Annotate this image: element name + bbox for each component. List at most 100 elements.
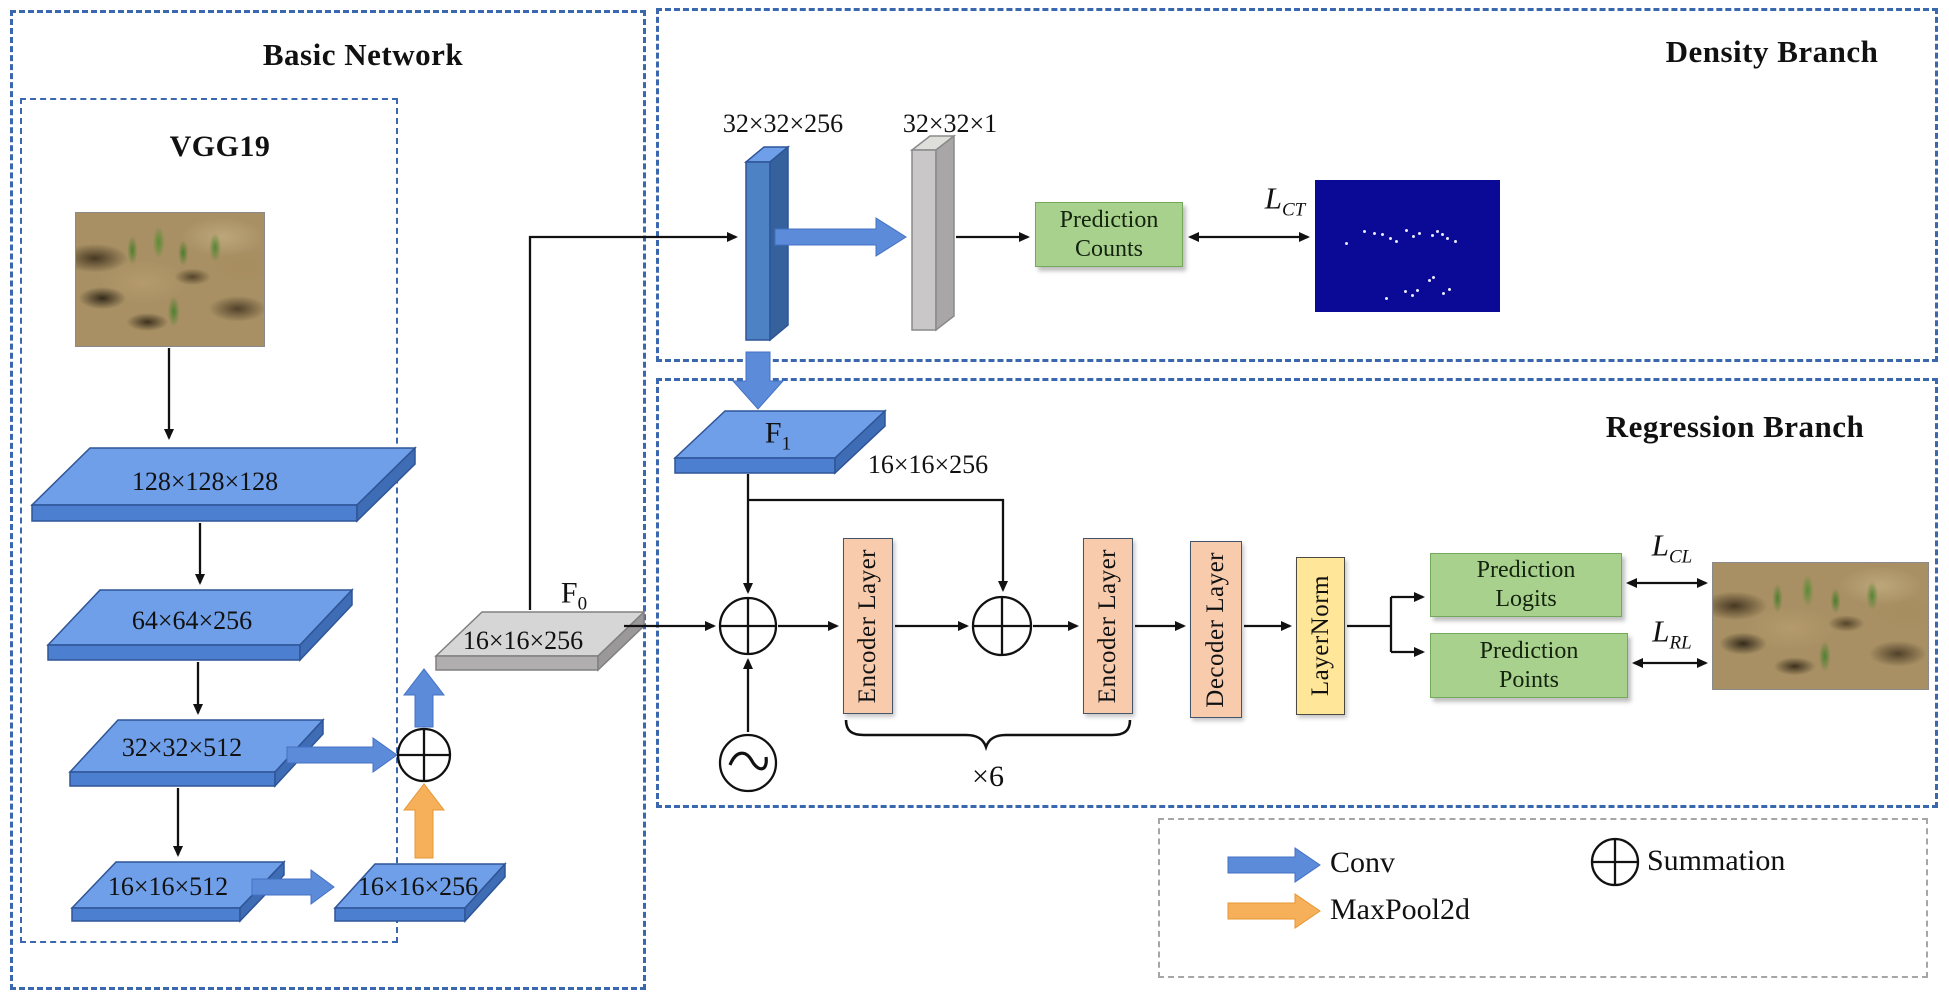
basic-network-title: Basic Network xyxy=(262,37,464,72)
legend-maxpool-label: MaxPool2d xyxy=(1330,893,1471,926)
slab-f1 xyxy=(673,409,887,475)
density-dot xyxy=(1441,233,1444,236)
density-dot xyxy=(1416,289,1419,292)
density-dot xyxy=(1442,292,1445,295)
density-dot xyxy=(1395,240,1398,243)
f1-sub: 1 xyxy=(781,433,792,455)
slab-64x64x256 xyxy=(46,588,354,662)
prediction-points-box: Prediction Points xyxy=(1430,633,1628,698)
slab-out-32x32x1 xyxy=(909,134,957,332)
slab-lateral-16x16x256 xyxy=(333,862,507,923)
encoder-layer-1-box: Encoder Layer xyxy=(843,538,893,714)
conv-arrow-32-to-sum xyxy=(286,737,398,773)
regression-branch-box xyxy=(656,378,1938,808)
slab-32x32x512 xyxy=(68,718,325,788)
tilde-icon xyxy=(718,733,778,793)
maxpool-arrows xyxy=(402,783,1321,929)
regression-output-image xyxy=(1712,562,1929,690)
prediction-logits-line2: Logits xyxy=(1495,586,1557,612)
f0-label: F0 xyxy=(561,577,587,616)
conv-arrow-density xyxy=(774,217,907,257)
density-dot xyxy=(1428,279,1431,282)
prediction-points-line2: Points xyxy=(1498,666,1560,693)
loss-ct-label: LCT xyxy=(1265,180,1306,221)
repeat-brace xyxy=(844,719,1132,752)
density-dot xyxy=(1436,230,1439,233)
density-dot xyxy=(1405,229,1408,232)
f0-sub: 0 xyxy=(577,593,588,615)
loss-cl-sub: CL xyxy=(1669,546,1693,568)
layernorm-label: LayerNorm xyxy=(1306,575,1334,697)
dim-label-conv256: 32×32×256 xyxy=(722,109,844,138)
prediction-counts-line1: Prediction xyxy=(1059,206,1159,233)
loss-ct-base: L xyxy=(1264,180,1282,216)
slab-f0 xyxy=(434,610,646,672)
dim-label-f0: 16×16×256 xyxy=(462,626,584,655)
dim-label-lateral: 16×16×256 xyxy=(357,872,479,901)
encoder-layer-2-box: Encoder Layer xyxy=(1083,538,1133,714)
density-dot xyxy=(1385,297,1388,300)
encoder-layer-1-label: Encoder Layer xyxy=(854,548,881,704)
density-dot xyxy=(1418,232,1421,235)
prediction-logits-box: Prediction Logits xyxy=(1430,553,1622,617)
density-dot xyxy=(1412,235,1415,238)
prediction-points-line1: Prediction xyxy=(1479,637,1579,664)
legend-conv-label: Conv xyxy=(1330,846,1396,879)
vgg19-box xyxy=(20,98,398,943)
maxpool-arrow-up xyxy=(402,783,446,859)
density-dot xyxy=(1345,242,1348,245)
summation-basic xyxy=(396,727,452,783)
density-dot xyxy=(1448,288,1451,291)
decoder-layer-box: Decoder Layer xyxy=(1190,541,1242,718)
regression-branch-title: Regression Branch xyxy=(1605,409,1865,444)
decoder-layer-label: Decoder Layer xyxy=(1202,551,1229,708)
loss-cl-label: LCL xyxy=(1652,527,1693,568)
summation-1 xyxy=(718,596,778,656)
basic-network-box xyxy=(10,10,646,990)
f1-base: F xyxy=(764,416,782,450)
density-dot xyxy=(1431,234,1434,237)
f0-base: F xyxy=(560,576,578,610)
prediction-counts-box: Prediction Counts xyxy=(1035,202,1183,267)
slab-128x128x128 xyxy=(30,446,417,523)
summation-2 xyxy=(971,595,1033,657)
summation-symbols xyxy=(396,595,1640,887)
prediction-counts-line2: Counts xyxy=(1074,235,1143,262)
density-dot xyxy=(1404,290,1407,293)
layernorm-box: LayerNorm xyxy=(1296,557,1345,715)
slab-16x16x512 xyxy=(70,860,286,923)
dim-label-64: 64×64×256 xyxy=(131,606,253,635)
density-dot xyxy=(1432,276,1435,279)
density-dot xyxy=(1373,232,1376,235)
legend-summation-label: Summation xyxy=(1647,844,1786,877)
legend-summation-icon xyxy=(1590,837,1640,887)
legend-conv-arrow xyxy=(1227,847,1321,883)
loss-cl-base: L xyxy=(1651,527,1669,563)
f0-to-density-elbow xyxy=(528,232,738,610)
conv-arrow-16-to-lateral xyxy=(251,869,335,905)
density-map xyxy=(1315,180,1500,312)
connectors xyxy=(164,232,1708,857)
dim-label-out1: 32×32×1 xyxy=(902,109,998,138)
repeat-x6-label: ×6 xyxy=(972,760,1004,793)
density-dot xyxy=(1363,230,1366,233)
density-dot xyxy=(1381,233,1384,236)
prediction-logits-line1: Prediction xyxy=(1476,557,1576,584)
vgg19-title: VGG19 xyxy=(169,130,271,163)
density-dot xyxy=(1411,294,1414,297)
dim-label-16: 16×16×512 xyxy=(107,872,229,901)
conv-arrow-sum-to-f0 xyxy=(402,668,446,728)
density-dot xyxy=(1454,240,1457,243)
f1-label: F1 xyxy=(765,417,791,456)
density-dot xyxy=(1446,237,1449,240)
density-branch-title: Density Branch xyxy=(1665,34,1879,69)
density-dot xyxy=(1389,237,1392,240)
density-branch-box xyxy=(656,8,1938,362)
conv-arrow-down-to-f1 xyxy=(731,351,785,410)
legend-maxpool-arrow xyxy=(1227,893,1321,929)
dim-label-128: 128×128×128 xyxy=(131,467,279,496)
conv-arrows xyxy=(251,217,1321,905)
loss-ct-sub: CT xyxy=(1282,199,1306,221)
